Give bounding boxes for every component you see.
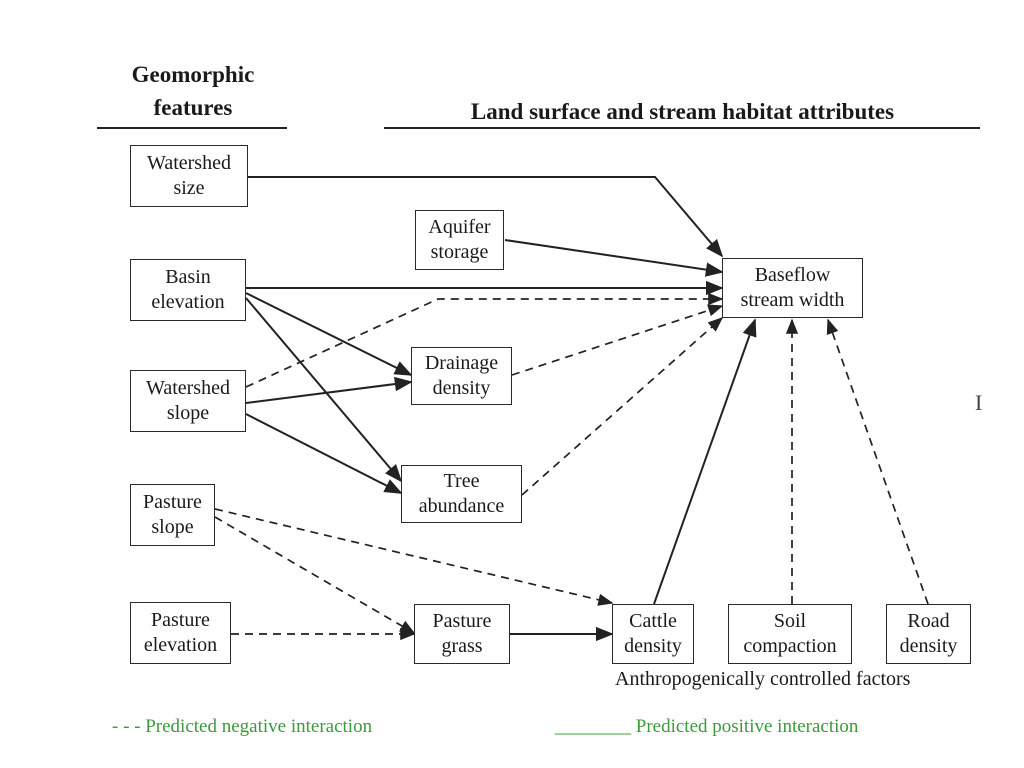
legend-negative: - - - Predicted negative interaction	[112, 716, 373, 737]
edge-aquifer-storage-to-baseflow-stream-width	[504, 239, 724, 277]
edge-watershed-slope-to-drainage-density	[245, 376, 413, 404]
geomorphic-features-header: Geomorphic features	[131, 62, 255, 120]
node-aquifer-storage: Aquifer storage	[415, 210, 504, 270]
stray-mark: I	[975, 390, 983, 415]
node-pasture-grass: Pasture grass	[414, 604, 510, 664]
node-pasture-elevation: Pasture elevation	[130, 602, 231, 664]
edge-pasture-slope-to-cattle-density	[214, 508, 614, 606]
anthropogenic-group-label: Anthropogenically controlled factors	[615, 668, 911, 690]
land-surface-header: Land surface and stream habitat attribut…	[470, 99, 895, 124]
edge-drainage-density-to-baseflow-stream-width	[511, 304, 724, 376]
edge-basin-elevation-to-drainage-density	[245, 292, 413, 376]
edge-cattle-density-to-baseflow-stream-width	[653, 318, 757, 605]
node-watershed-size: Watershed size	[130, 145, 248, 207]
edge-watershed-slope-to-baseflow-stream-width	[245, 292, 724, 388]
node-road-density: Road density	[886, 604, 971, 664]
edge-pasture-slope-to-pasture-grass	[214, 516, 416, 634]
node-cattle-density: Cattle density	[612, 604, 694, 664]
geomorphic-header-rule	[97, 127, 287, 129]
node-soil-compaction: Soil compaction	[728, 604, 852, 664]
edge-watershed-slope-to-tree-abundance	[245, 413, 403, 494]
edge-tree-abundance-to-baseflow-stream-width	[521, 316, 724, 496]
node-baseflow-stream-width: Baseflow stream width	[722, 258, 863, 318]
node-tree-abundance: Tree abundance	[401, 465, 522, 523]
land-surface-header-rule	[384, 127, 980, 129]
edge-watershed-size-to-baseflow-stream-width	[248, 176, 724, 258]
node-drainage-density: Drainage density	[411, 347, 512, 405]
node-watershed-slope: Watershed slope	[130, 370, 246, 432]
node-pasture-slope: Pasture slope	[130, 484, 215, 546]
node-basin-elevation: Basin elevation	[130, 259, 246, 321]
edge-road-density-to-baseflow-stream-width	[826, 318, 929, 605]
edge-basin-elevation-to-tree-abundance	[245, 297, 403, 483]
legend-positive: ________ Predicted positive interaction	[555, 716, 859, 737]
